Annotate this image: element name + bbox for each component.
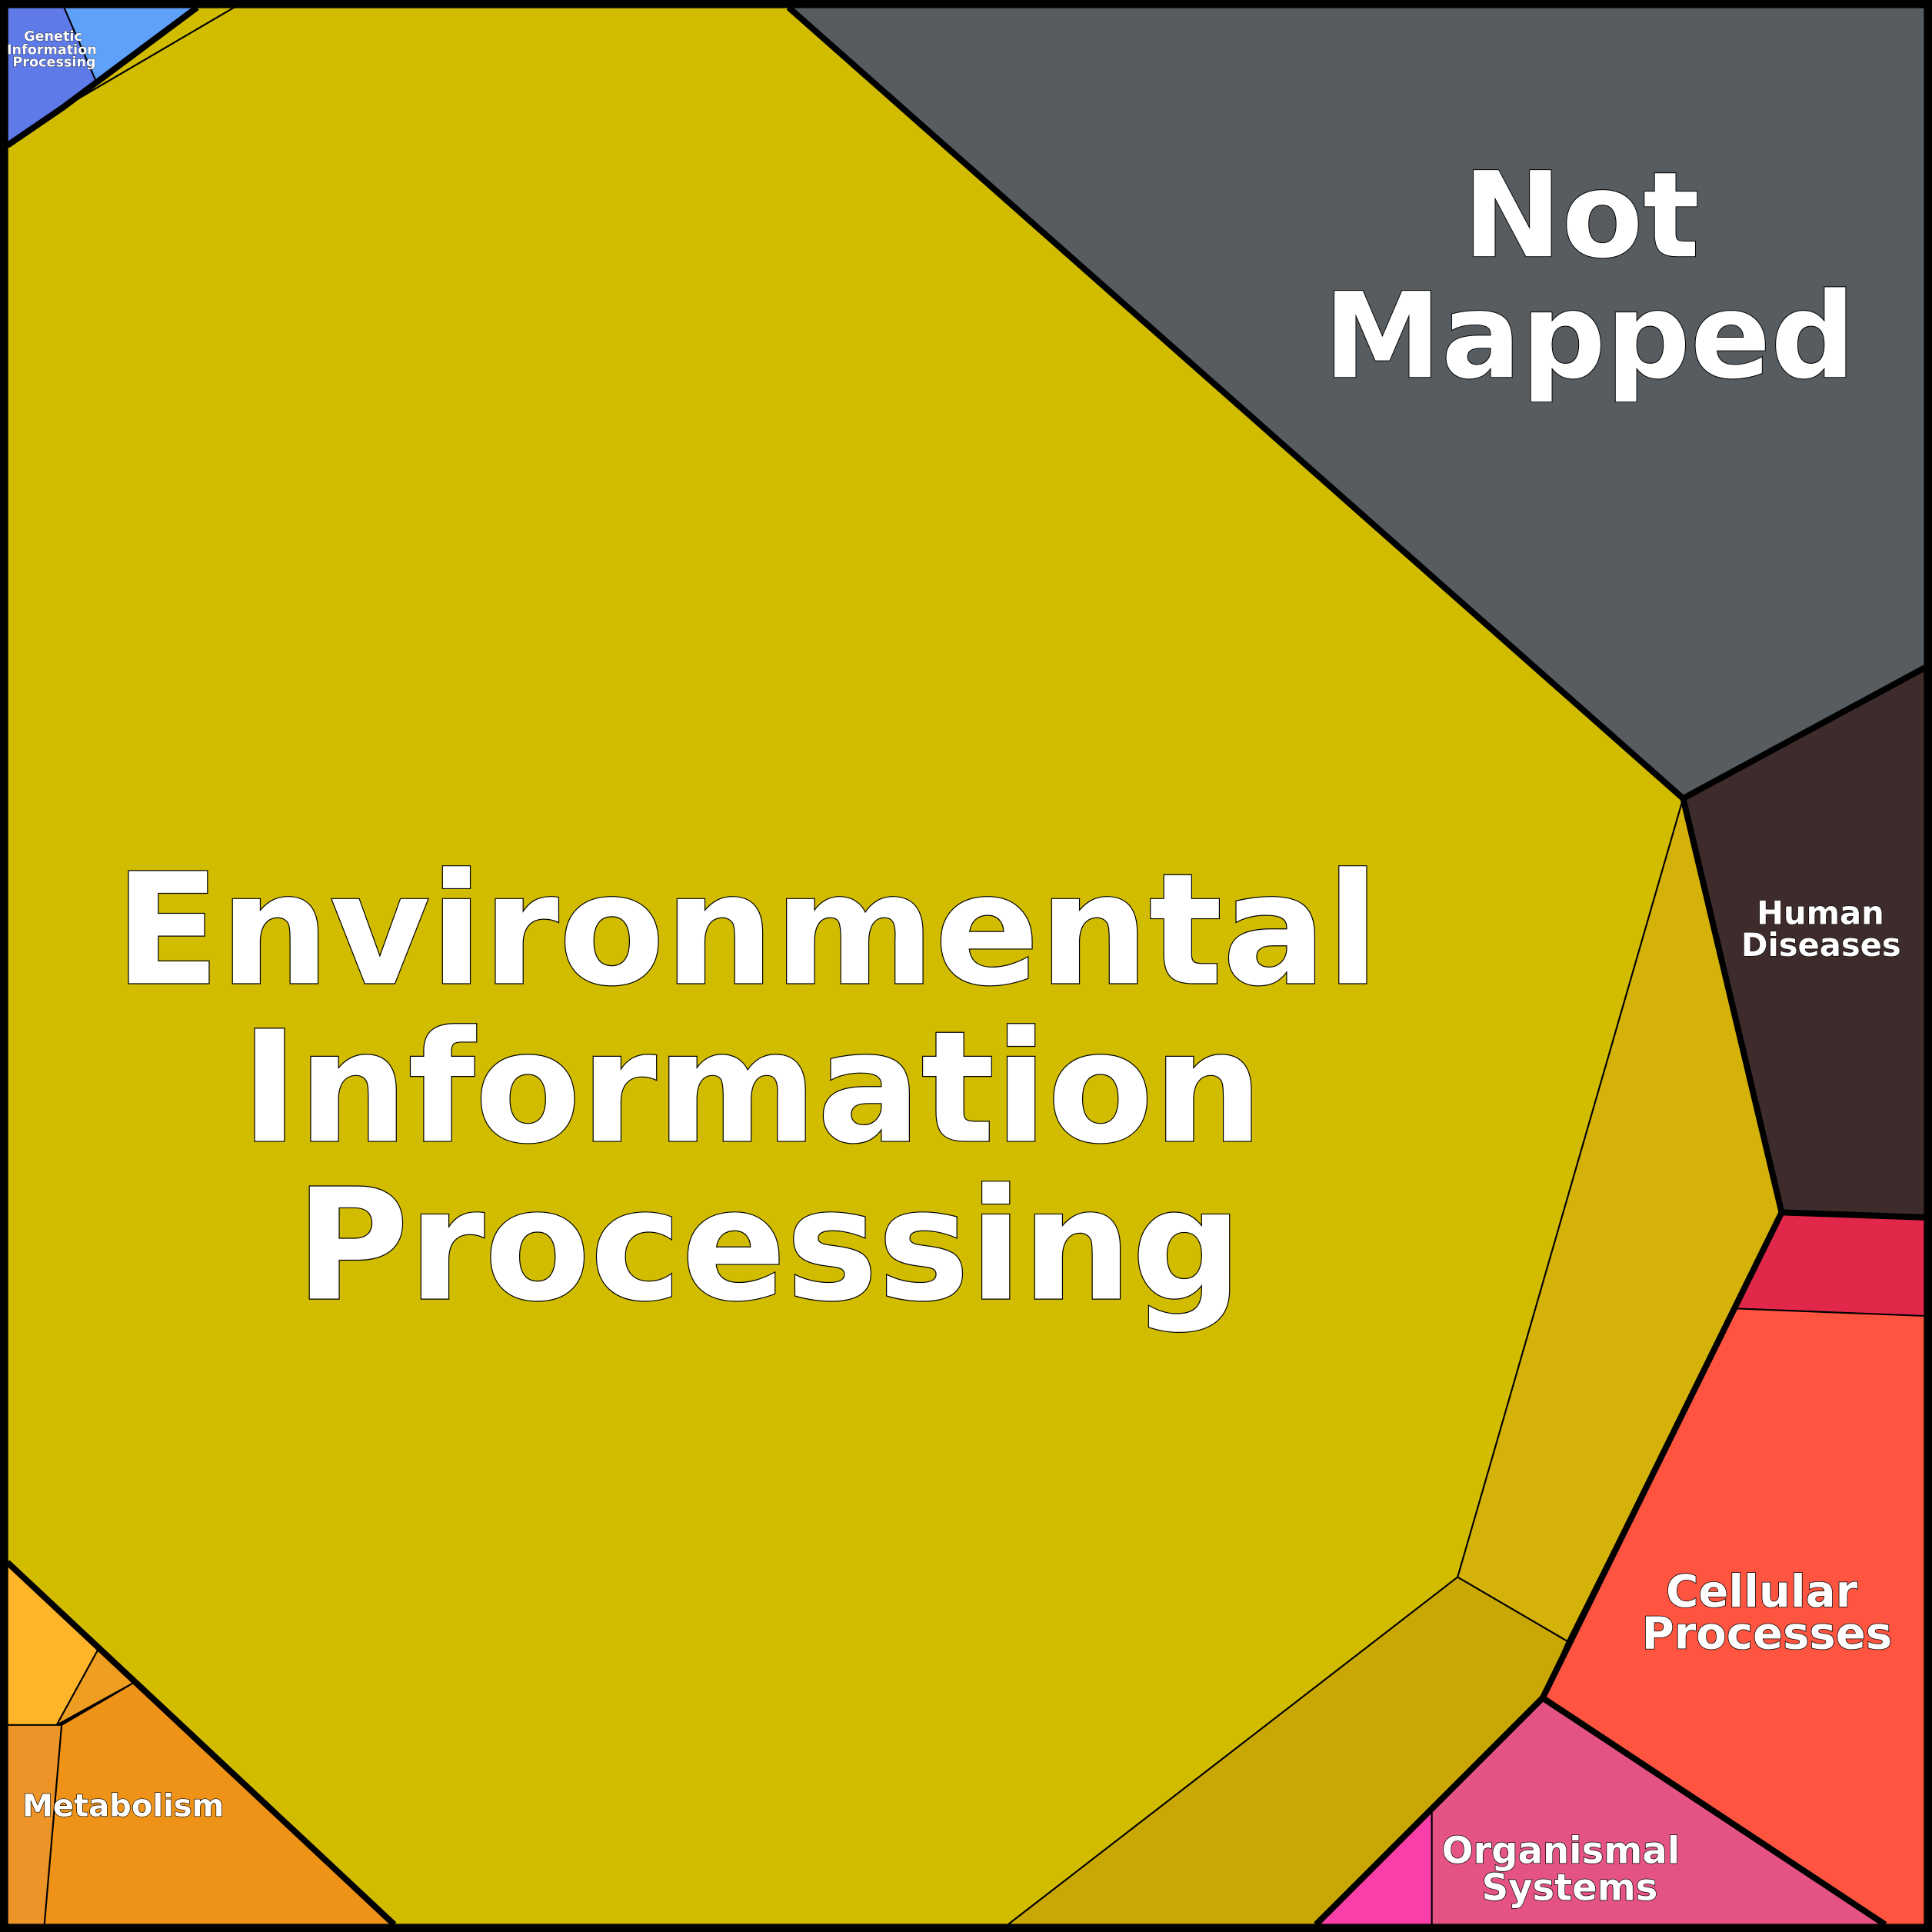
label-not-mapped: Not Mapped [1324,147,1855,405]
label-cellular-processes: Cellular Processes [1642,1565,1893,1659]
label-organismal-systems: Organismal Systems [1442,1829,1693,1909]
label-genetic-information-processing: Genetic Information Processing [7,29,102,71]
label-metabolism: Metabolism [22,1788,224,1824]
region-cellular-processes[interactable] [1541,1211,1926,1926]
region-metabolism[interactable] [6,1560,397,1926]
label-human-diseases: Human Diseases [1741,894,1901,964]
region-environmental-information-processing[interactable] [6,6,1783,1926]
label-environmental-information-processing: Environmental Information Processing [115,841,1433,1335]
